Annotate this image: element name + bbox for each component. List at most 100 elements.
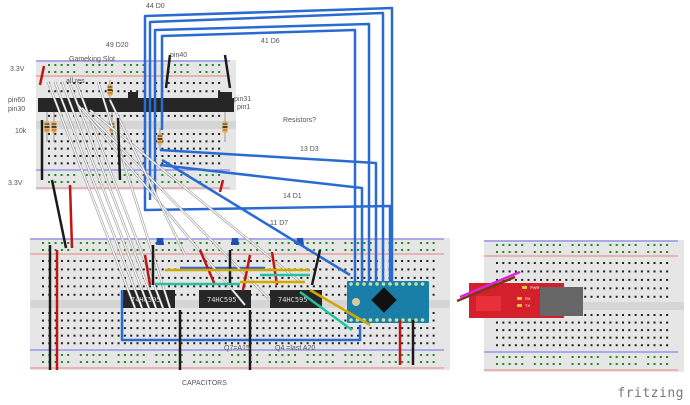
rail-hole — [294, 354, 296, 356]
rail-hole — [584, 251, 587, 253]
terminal-hole — [287, 312, 290, 314]
terminal-hole — [615, 321, 618, 324]
arduino-pin — [368, 282, 373, 286]
terminal-hole — [54, 260, 57, 262]
terminal-hole — [577, 262, 580, 264]
arduino-pin — [355, 282, 360, 286]
terminal-hole — [338, 312, 341, 314]
terminal-hole — [142, 82, 145, 84]
terminal-hole — [577, 321, 580, 324]
terminal-hole — [149, 312, 152, 314]
terminal-hole — [73, 260, 76, 262]
terminal-hole — [622, 314, 624, 316]
terminal-hole — [666, 278, 669, 281]
terminal-hole — [432, 334, 435, 337]
terminal-hole — [540, 278, 543, 281]
rail-hole — [540, 244, 543, 246]
rail-hole — [168, 361, 170, 363]
arduino-pin — [414, 318, 418, 322]
terminal-hole — [275, 342, 278, 345]
rail-hole — [357, 361, 359, 363]
rail-hole — [596, 251, 599, 253]
terminal-hole — [584, 278, 587, 281]
rail-hole — [312, 249, 315, 251]
terminal-hole — [331, 260, 334, 262]
resistor — [222, 112, 228, 142]
terminal-hole — [104, 114, 107, 117]
terminal-hole — [268, 319, 271, 322]
rail-hole — [142, 242, 145, 244]
rail-hole — [205, 249, 208, 251]
rail-hole — [98, 361, 101, 363]
rail-hole — [142, 174, 145, 176]
terminal-hole — [60, 293, 63, 296]
terminal-hole — [294, 334, 296, 337]
rail-hole — [609, 244, 612, 246]
terminal-hole — [596, 321, 599, 324]
terminal-hole — [136, 82, 139, 84]
rail-hole — [577, 244, 580, 246]
terminal-hole — [540, 262, 543, 264]
terminal-hole — [262, 260, 265, 262]
terminal-hole — [211, 82, 214, 84]
terminal-hole — [319, 276, 322, 279]
rail-hole — [205, 354, 208, 356]
terminal-hole — [54, 312, 57, 314]
rail-hole — [73, 174, 76, 176]
rail-hole — [98, 242, 101, 244]
terminal-hole — [212, 285, 215, 288]
terminal-hole — [659, 344, 662, 347]
terminal-hole — [243, 319, 246, 322]
rail-hole — [634, 251, 637, 253]
terminal-hole — [67, 319, 70, 322]
rail-hole — [496, 356, 498, 358]
terminal-hole — [357, 327, 359, 330]
terminal-hole — [319, 319, 322, 322]
terminal-hole — [86, 276, 89, 279]
terminal-hole — [199, 82, 202, 84]
terminal-hole — [117, 342, 120, 345]
terminal-hole — [394, 276, 397, 279]
terminal-hole — [73, 319, 76, 322]
terminal-hole — [66, 90, 69, 93]
terminal-hole — [565, 344, 568, 347]
rail-hole — [212, 354, 215, 356]
label-capacitors: CAPACITORS — [182, 380, 227, 387]
terminal-hole — [42, 312, 44, 314]
terminal-hole — [666, 314, 669, 316]
terminal-hole — [142, 334, 145, 337]
terminal-hole — [571, 321, 574, 324]
terminal-hole — [294, 312, 296, 314]
arduino-pin — [381, 282, 386, 286]
terminal-hole — [123, 285, 126, 288]
terminal-hole — [231, 334, 233, 337]
resistor-band — [51, 129, 57, 131]
rail-hole — [275, 354, 278, 356]
terminal-hole — [375, 342, 378, 345]
rail-hole — [142, 354, 145, 356]
resistor-band — [222, 123, 228, 125]
terminal-hole — [161, 334, 164, 337]
terminal-hole — [268, 327, 271, 330]
rail-hole — [634, 356, 637, 358]
terminal-hole — [218, 82, 221, 84]
terminal-hole — [231, 312, 233, 314]
terminal-hole — [312, 334, 315, 337]
terminal-hole — [54, 268, 57, 271]
terminal-hole — [205, 90, 208, 93]
terminal-hole — [622, 344, 624, 347]
terminal-hole — [533, 321, 536, 324]
terminal-hole — [243, 312, 246, 314]
rail-hole — [85, 174, 88, 176]
terminal-hole — [161, 312, 164, 314]
resistor-band — [44, 123, 50, 125]
terminal-hole — [98, 155, 101, 157]
rail-hole — [325, 354, 328, 356]
terminal-hole — [609, 287, 612, 290]
terminal-hole — [168, 342, 170, 345]
terminal-hole — [92, 155, 95, 157]
terminal-hole — [180, 133, 183, 135]
rail-hole — [86, 361, 89, 363]
rail-hole — [432, 361, 435, 363]
terminal-hole — [344, 327, 347, 330]
